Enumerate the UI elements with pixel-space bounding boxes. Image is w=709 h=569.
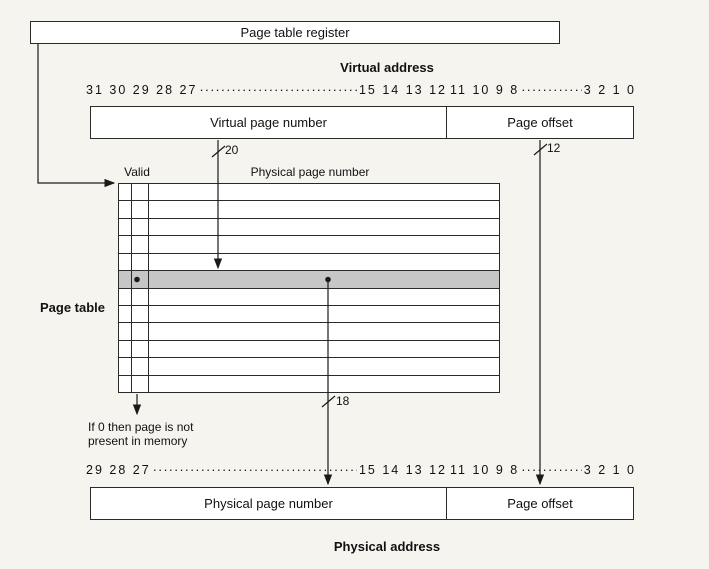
pa-page-offset-label: Page offset	[507, 496, 573, 511]
offset-width-slash	[533, 143, 548, 156]
pa-bits-left: 29 28 27 ·······························…	[86, 462, 447, 477]
virtual-address-box: Virtual page number Page offset	[90, 106, 634, 139]
va-bits-left: 31 30 29 28 27 ·························…	[86, 82, 447, 97]
ppn-width-slash	[321, 395, 336, 408]
pa-bits-right-start: 11 10 9 8	[450, 462, 520, 477]
valid-column-header: Valid	[124, 165, 150, 179]
pa-bits-right-dots: ········································…	[521, 462, 582, 477]
pa-page-offset-field: Page offset	[446, 487, 634, 520]
vpn-width-slash	[211, 145, 226, 158]
physical-address-title: Physical address	[333, 539, 441, 554]
virtual-page-number-label: Virtual page number	[210, 115, 327, 130]
va-page-offset-field: Page offset	[446, 106, 634, 139]
va-bits-right-dots: ········································…	[521, 82, 582, 97]
physical-page-number-label: Physical page number	[204, 496, 333, 511]
va-bits-right: 11 10 9 8 ······························…	[450, 82, 636, 97]
page-table-row	[119, 323, 499, 341]
va-bits-right-start: 11 10 9 8	[450, 82, 520, 97]
valid-zero-note: If 0 then page is not present in memory	[88, 420, 193, 448]
va-page-offset-label: Page offset	[507, 115, 573, 130]
valid-zero-note-line1: If 0 then page is not	[88, 420, 194, 434]
va-bits-left-start: 31 30 29 28 27	[86, 82, 198, 97]
page-table-row	[119, 219, 499, 237]
page-table-label: Page table	[40, 300, 106, 315]
vpn-width-label: 20	[225, 143, 239, 157]
page-table-register-label: Page table register	[240, 25, 350, 40]
page-table-row	[119, 358, 499, 376]
page-table-register-box: Page table register	[30, 21, 560, 44]
page-table-row	[119, 306, 499, 324]
pa-bits-right: 11 10 9 8 ······························…	[450, 462, 636, 477]
page-table-row	[119, 341, 499, 359]
page-table-rows	[119, 184, 499, 392]
page-table-row	[119, 376, 499, 392]
ppn-width-label: 18	[336, 394, 350, 408]
virtual-address-title: Virtual address	[340, 60, 434, 75]
page-table-row	[119, 236, 499, 254]
pa-bits-right-end: 3 2 1 0	[583, 462, 636, 477]
ppn-column-header: Physical page number	[250, 165, 370, 179]
page-table-row	[119, 254, 499, 272]
page-table-row	[119, 184, 499, 202]
page-table-row	[119, 271, 499, 289]
pa-bits-left-dots: ········································…	[152, 462, 357, 477]
page-table	[118, 183, 500, 393]
virtual-page-number-field: Virtual page number	[90, 106, 447, 139]
physical-address-box: Physical page number Page offset	[90, 487, 634, 520]
offset-width-label: 12	[547, 141, 561, 155]
page-table-column-line-2	[148, 184, 149, 392]
pa-bits-left-start: 29 28 27	[86, 462, 151, 477]
page-table-column-line-1	[131, 184, 132, 392]
page-table-row	[119, 289, 499, 306]
va-bits-left-dots: ········································…	[199, 82, 357, 97]
valid-zero-note-line2: present in memory	[88, 434, 188, 448]
page-table-row	[119, 201, 499, 219]
va-bits-left-end: 15 14 13 12	[358, 82, 447, 97]
physical-page-number-field: Physical page number	[90, 487, 447, 520]
pa-bits-left-end: 15 14 13 12	[358, 462, 447, 477]
va-bits-right-end: 3 2 1 0	[583, 82, 636, 97]
